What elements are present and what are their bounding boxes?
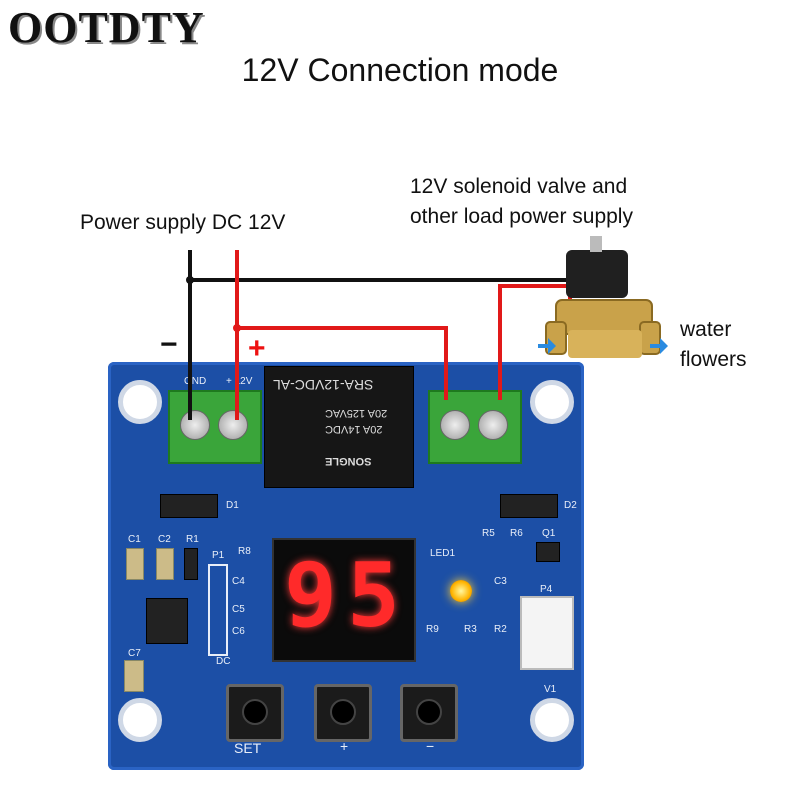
flow-in-arrow-icon [538, 338, 556, 354]
button-cap [242, 699, 268, 725]
positive-polarity-mark: + [248, 332, 266, 365]
capacitor [126, 548, 144, 580]
valve-power-label: 12V solenoid valve and other load power … [410, 172, 633, 232]
voltage-regulator [146, 598, 188, 644]
r5-silk: R5 [482, 528, 495, 539]
mount-hole [530, 380, 574, 424]
transistor-q1 [536, 542, 560, 562]
screw-icon [440, 410, 470, 440]
screw-icon [180, 410, 210, 440]
power-input-terminal [168, 390, 262, 464]
display-reading: 95 [284, 544, 410, 647]
sensor-connector-p4 [520, 596, 574, 670]
d1-silk: D1 [226, 500, 239, 511]
r2-silk: R2 [494, 624, 507, 635]
c4-silk: C4 [232, 576, 245, 587]
water-flow-label: water flowers [680, 315, 747, 375]
c7-silk: C7 [128, 648, 141, 659]
wire-junction [233, 324, 241, 332]
mount-hole [530, 698, 574, 742]
gnd-silk: GND [184, 376, 207, 387]
button-cap [330, 699, 356, 725]
set-button[interactable] [226, 684, 284, 742]
status-led [450, 580, 472, 602]
diode-d2 [500, 494, 558, 518]
c6-silk: C6 [232, 626, 245, 637]
brand-logo: OOTDTY [8, 3, 205, 52]
negative-polarity-mark: − [160, 328, 178, 361]
screw-icon [218, 410, 248, 440]
water-label-line2: flowers [680, 348, 747, 371]
valve-label-line1: 12V solenoid valve and [410, 175, 628, 198]
diagram-title: 12V Connection mode [241, 52, 559, 88]
red-wire [237, 326, 448, 400]
wire-junction [186, 276, 194, 284]
plus-button[interactable] [314, 684, 372, 742]
load-output-terminal [428, 390, 522, 464]
r6-silk: R6 [510, 528, 523, 539]
resistor [184, 548, 198, 580]
black-wire [190, 262, 577, 282]
diode-d1 [160, 494, 218, 518]
set-button-label: SET [234, 740, 262, 756]
q1-silk: Q1 [542, 528, 556, 539]
led1-silk: LED1 [430, 548, 456, 559]
minus-button-label: − [426, 738, 435, 754]
mount-hole [118, 380, 162, 424]
c1-silk: C1 [128, 534, 141, 545]
minus-button[interactable] [400, 684, 458, 742]
mount-hole [118, 698, 162, 742]
dc-silk: DC [216, 656, 231, 667]
r1-silk: R1 [186, 534, 199, 545]
valve-label-line2: other load power supply [410, 205, 633, 228]
solenoid-valve-icon [545, 236, 661, 358]
button-cap [416, 699, 442, 725]
p1-silk: P1 [212, 550, 225, 561]
relay: SRA-12VDC-AL 20A 125VAC 20A 14VDC SONGLE [264, 366, 414, 488]
r3-silk: R3 [464, 624, 477, 635]
capacitor [124, 660, 144, 692]
seven-segment-display: 95 [272, 538, 416, 662]
v12-silk: + 12V [226, 376, 253, 387]
water-label-line1: water [680, 318, 732, 341]
power-supply-label: Power supply DC 12V [80, 211, 286, 234]
p4-silk: P4 [540, 584, 553, 595]
c5-silk: C5 [232, 604, 245, 615]
d2-silk: D2 [564, 500, 577, 511]
c3-silk: C3 [494, 576, 507, 587]
r9-silk: R9 [426, 624, 439, 635]
c2-silk: C2 [158, 534, 171, 545]
capacitor [156, 548, 174, 580]
flow-out-arrow-icon [650, 338, 668, 354]
relay-control-board: GND + 12V SRA-12VDC-AL 20A 125VAC 20A 14… [108, 362, 584, 770]
v1-silk: V1 [544, 684, 557, 695]
header-p1 [208, 564, 228, 656]
screw-icon [478, 410, 508, 440]
r8-silk: R8 [238, 546, 251, 557]
plus-button-label: + [340, 738, 349, 754]
